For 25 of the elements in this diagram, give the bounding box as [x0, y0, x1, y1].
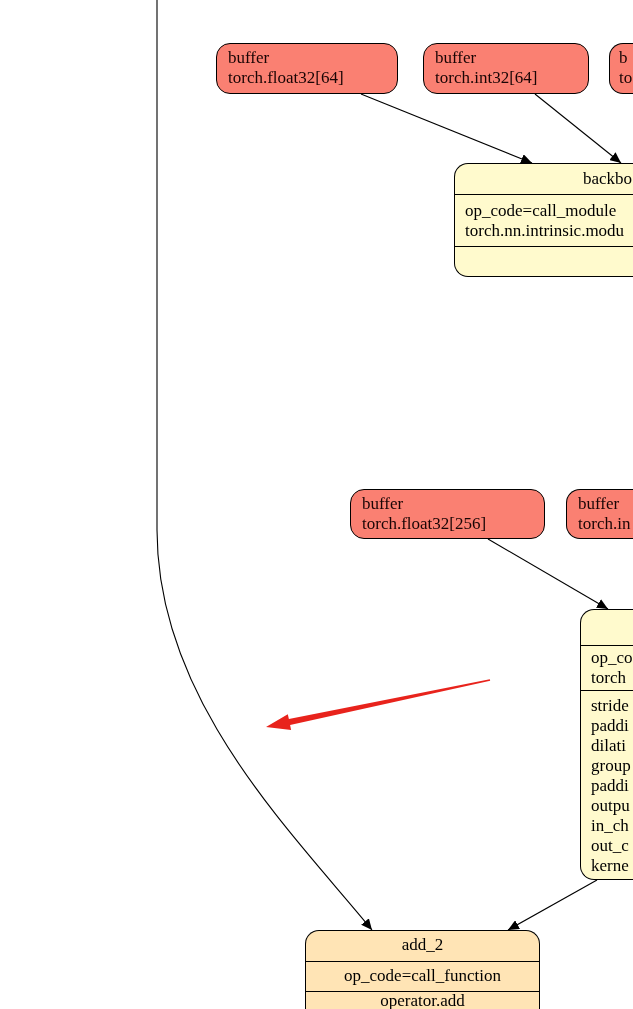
node-text: operator.add [380, 991, 465, 1009]
arrow [507, 879, 598, 931]
record-box [580, 609, 633, 880]
node-text: op_co torch [591, 648, 633, 688]
rounded-box [609, 43, 633, 94]
arrow [487, 538, 609, 610]
node-label: buffer torch.in [578, 494, 632, 534]
record-box [454, 163, 633, 277]
arrow [534, 93, 622, 164]
node-label: buffer torch.float32[256] [362, 494, 488, 534]
arrow [360, 93, 533, 164]
node-label: buffer torch.int32[64] [435, 48, 539, 88]
node-text: op_code=call_function [344, 966, 501, 986]
node-text: op_code=call_module torch.nn.intrinsic.modu [465, 201, 626, 241]
node-text: stride paddi dilati group paddi outpu in_ch out_c kerne [591, 696, 632, 876]
rounded-box [350, 489, 545, 539]
node-label: buffer torch.float32[64] [228, 48, 345, 88]
rounded-box [216, 43, 398, 94]
node-title: backbo [583, 169, 633, 189]
record-box [305, 930, 540, 1009]
rounded-box [423, 43, 589, 94]
arrow [156, 0, 373, 931]
node-label: b to [619, 48, 633, 88]
node-title: add_2 [401, 935, 444, 955]
rounded-box [566, 489, 633, 539]
